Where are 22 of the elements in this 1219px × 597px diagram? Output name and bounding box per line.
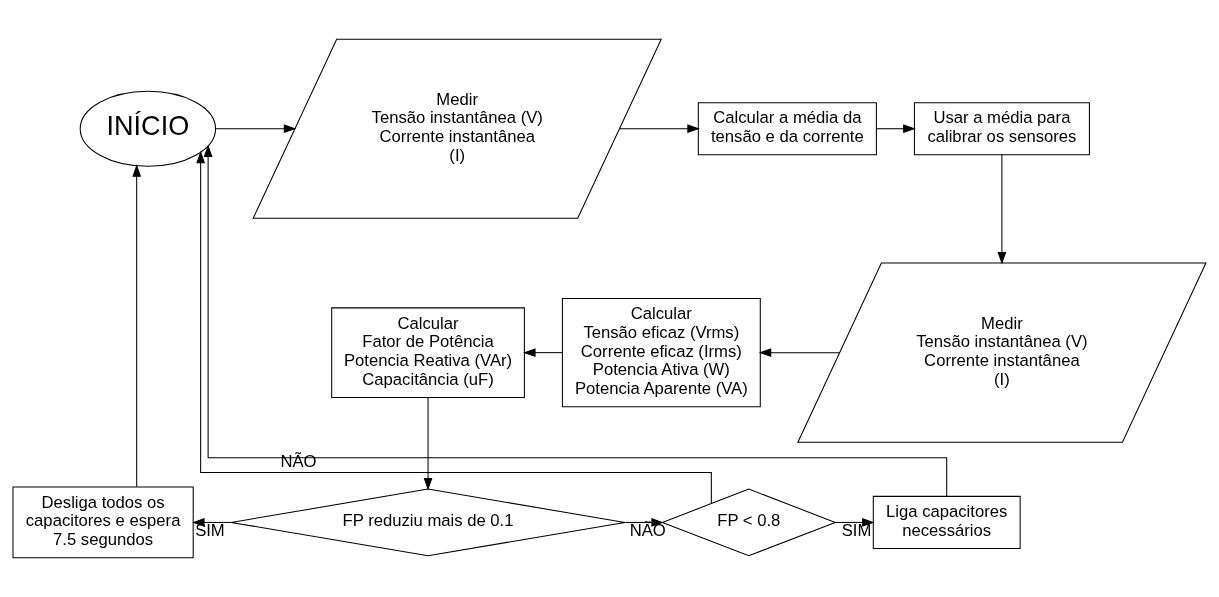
node-box: Liga capacitores necessários bbox=[872, 495, 1021, 549]
arrow bbox=[875, 124, 916, 134]
arrow bbox=[423, 397, 433, 491]
node-box: Calcular Fator de Potência Potencia Reativa (VAr) Capacitância (uF) bbox=[331, 307, 525, 398]
arrow bbox=[196, 150, 712, 505]
edge-label: SIM bbox=[841, 520, 872, 540]
node-box: Calcular a média da tensão e da corrente bbox=[697, 102, 877, 156]
arrow bbox=[523, 348, 563, 358]
arrow bbox=[192, 518, 232, 527]
arrow bbox=[203, 144, 948, 497]
node-diamond: FP reduziu mais de 0.1 bbox=[230, 488, 626, 557]
edge-label: SIM bbox=[195, 520, 225, 540]
node-box: Usar a média para calibrar os sensores bbox=[913, 102, 1090, 156]
node-box: Desliga todos os capacitores e espera 7.5 segundos bbox=[12, 486, 194, 559]
arrow bbox=[215, 124, 297, 134]
arrow bbox=[758, 348, 841, 358]
arrow bbox=[132, 164, 142, 488]
arrow bbox=[834, 518, 875, 527]
arrow bbox=[619, 124, 700, 134]
arrow bbox=[624, 518, 664, 527]
node-box: Calcular Tensão eficaz (Vrms) Corrente eficaz (Irms) Potencia Ativa (W) Potencia Aparente (VA) bbox=[561, 298, 761, 408]
arrow bbox=[997, 154, 1007, 265]
